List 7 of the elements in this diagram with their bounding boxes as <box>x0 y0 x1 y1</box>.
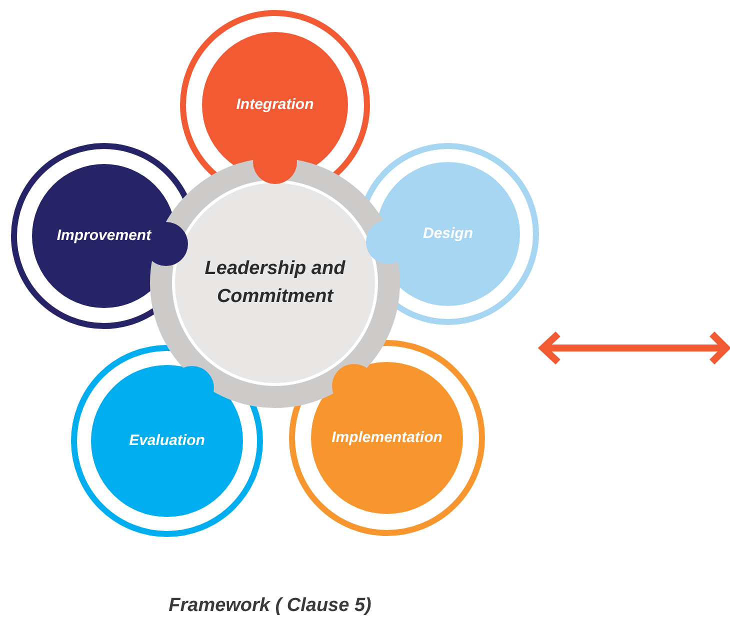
circle-label: Design <box>422 224 473 244</box>
center-label: Leadership and Commitment <box>204 257 346 309</box>
caption: Framework ( Clause 5) <box>168 594 372 618</box>
circle-label: Integration <box>236 94 314 115</box>
circle-label: Implementation <box>332 428 442 448</box>
circle-label: Improvement <box>56 226 152 246</box>
circle-label: Evaluation <box>129 430 205 451</box>
